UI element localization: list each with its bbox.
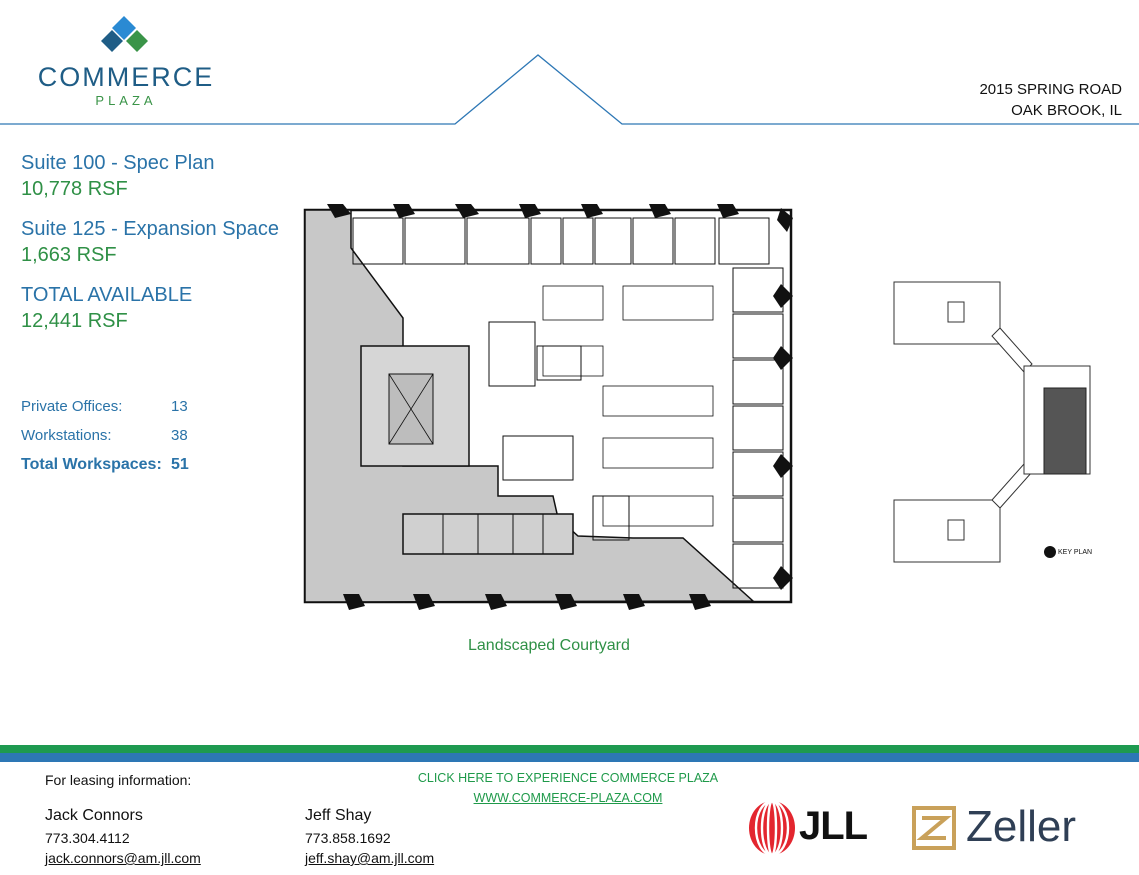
suite-100-rsf: 10,778 RSF [21,178,128,200]
total-available-rsf: 12,441 RSF [21,310,128,332]
logo-wordmark: COMMERCE [37,62,215,92]
jll-globe-icon [749,800,795,856]
contact-jeff-shay: Jeff Shay 773.858.1692 jeff.shay@am.jll.… [305,806,434,868]
contact-name: Jeff Shay [305,807,372,824]
stat-value: 38 [171,427,188,444]
property-address: 2015 SPRING ROAD OAK BROOK, IL [979,79,1122,121]
stat-label: Workstations: [21,427,112,444]
space-summary: Suite 100 - Spec Plan 10,778 RSF Suite 1… [21,150,291,348]
courtyard-caption: Landscaped Courtyard [468,637,630,654]
contact-phone: 773.304.4112 [45,830,130,846]
suite-100-block: Suite 100 - Spec Plan 10,778 RSF [21,150,291,202]
jll-wordmark: JLL [799,804,868,848]
workspace-stats: Private Offices: 13 Workstations: 38 Tot… [21,398,221,485]
header-rule [0,54,1139,125]
stat-value: 13 [171,398,188,415]
stat-total-workspaces: Total Workspaces: 51 [21,456,221,485]
suite-100-title: Suite 100 - Spec Plan [21,152,215,174]
stat-private-offices: Private Offices: 13 [21,398,221,427]
key-plan-label: KEY PLAN [1058,549,1093,556]
total-available-block: TOTAL AVAILABLE 12,441 RSF [21,282,291,334]
experience-cta: CLICK HERE TO EXPERIENCE COMMERCE PLAZA … [400,768,736,808]
leasing-info-label: For leasing information: [45,772,192,788]
contact-jack-connors: Jack Connors 773.304.4112 jack.connors@a… [45,806,201,868]
total-available-title: TOTAL AVAILABLE [21,284,193,306]
header: COMMERCE PLAZA 2015 SPRING ROAD OAK BROO… [0,0,1139,130]
floor-plan [303,204,793,610]
suite-125-block: Suite 125 - Expansion Space 1,663 RSF [21,216,291,268]
stat-label: Total Workspaces: [21,456,162,473]
cta-line[interactable]: CLICK HERE TO EXPERIENCE COMMERCE PLAZA [417,771,719,785]
zeller-z-icon [912,806,956,850]
logo-subtitle: PLAZA [95,93,157,108]
key-plan-marker-icon [1044,546,1056,558]
contact-phone: 773.858.1692 [305,830,391,846]
address-line-2: OAK BROOK, IL [1011,102,1122,119]
contact-email-link[interactable]: jeff.shay@am.jll.com [305,850,435,866]
stat-workstations: Workstations: 38 [21,427,221,456]
footer-band-green [0,745,1139,753]
jll-logo: JLL [747,800,872,856]
contact-email-link[interactable]: jack.connors@am.jll.com [45,850,201,866]
suite-125-rsf: 1,663 RSF [21,244,117,266]
zeller-logo: Zeller [912,800,1102,856]
website-link[interactable]: WWW.COMMERCE-PLAZA.COM [473,791,663,805]
commerce-plaza-logo[interactable]: COMMERCE PLAZA [26,14,226,110]
suite-125-title: Suite 125 - Expansion Space [21,218,279,240]
stat-label: Private Offices: [21,398,123,415]
zeller-wordmark: Zeller [966,802,1077,851]
contact-name: Jack Connors [45,807,143,824]
diamond-logo-icon [101,16,148,52]
key-plan [893,281,1091,563]
stat-value: 51 [171,456,189,473]
address-line-1: 2015 SPRING ROAD [979,81,1122,98]
footer-band-blue [0,753,1139,762]
